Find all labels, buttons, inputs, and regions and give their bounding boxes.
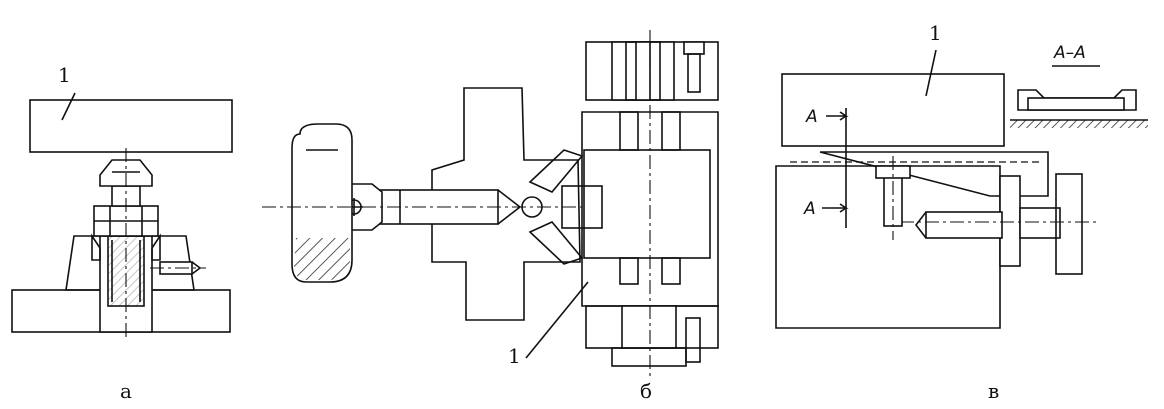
fig-a-part-label: 1 bbox=[58, 63, 71, 87]
fig-b-inner-bore bbox=[583, 149, 711, 259]
fig-b-caption: б bbox=[640, 379, 652, 403]
fig-v-part-label: 1 bbox=[929, 21, 942, 45]
fig-v-washer bbox=[999, 175, 1021, 267]
fig-v-screw bbox=[925, 211, 1003, 239]
fig-b-knurled-nut bbox=[611, 347, 687, 367]
fig-b-part-label: 1 bbox=[508, 344, 521, 368]
fig-a-caption: а bbox=[120, 379, 132, 403]
fig-b-spring bbox=[561, 185, 603, 229]
figure-v: A A A–A 1 в bbox=[775, 21, 1148, 403]
fig-v-wedge bbox=[819, 151, 1049, 197]
fig-v-workpiece bbox=[781, 73, 1005, 147]
fig-a-leader bbox=[61, 92, 76, 121]
figure-a: 1 а bbox=[11, 63, 233, 403]
fig-v-leader bbox=[925, 49, 937, 97]
fig-b-jaw-lower bbox=[528, 221, 584, 265]
fig-b-crossbar-body bbox=[431, 87, 581, 321]
fig-b-jaw-upper bbox=[528, 149, 584, 193]
fig-v-knob bbox=[1055, 173, 1083, 275]
fig-v-marker-bottom: A bbox=[803, 199, 816, 219]
figure-b: 1 б bbox=[262, 30, 719, 403]
fig-v-section-title: A–A bbox=[1053, 43, 1086, 63]
fig-v-marker-top: A bbox=[805, 107, 818, 127]
fig-b-leader bbox=[525, 281, 589, 359]
fig-v-fixture-body bbox=[775, 165, 1001, 329]
fig-v-caption: в bbox=[988, 379, 999, 403]
fig-a-workpiece bbox=[29, 99, 233, 153]
